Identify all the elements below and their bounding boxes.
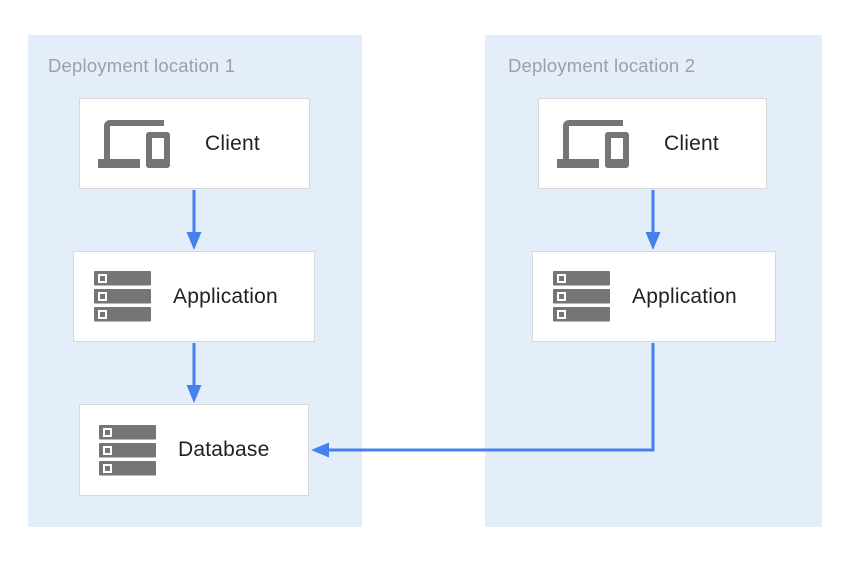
node-label: Client — [205, 131, 260, 155]
deployment-location-2-title: Deployment location 2 — [508, 55, 696, 76]
server-stack-icon — [94, 271, 151, 322]
node-label: Application — [632, 284, 737, 308]
devices-icon — [557, 114, 629, 174]
node-label: Database — [178, 438, 270, 461]
deployment-location-1-title: Deployment location 1 — [48, 55, 236, 76]
node-application-2: Application — [532, 251, 776, 342]
server-stack-icon — [553, 271, 610, 322]
node-application-1: Application — [73, 251, 315, 342]
node-label: Application — [173, 284, 278, 308]
devices-icon — [98, 114, 170, 174]
node-label: Client — [664, 131, 719, 155]
node-database-1: Database — [79, 404, 309, 496]
node-client-2: Client — [538, 98, 767, 189]
server-stack-icon — [99, 424, 156, 476]
node-client-1: Client — [79, 98, 310, 189]
